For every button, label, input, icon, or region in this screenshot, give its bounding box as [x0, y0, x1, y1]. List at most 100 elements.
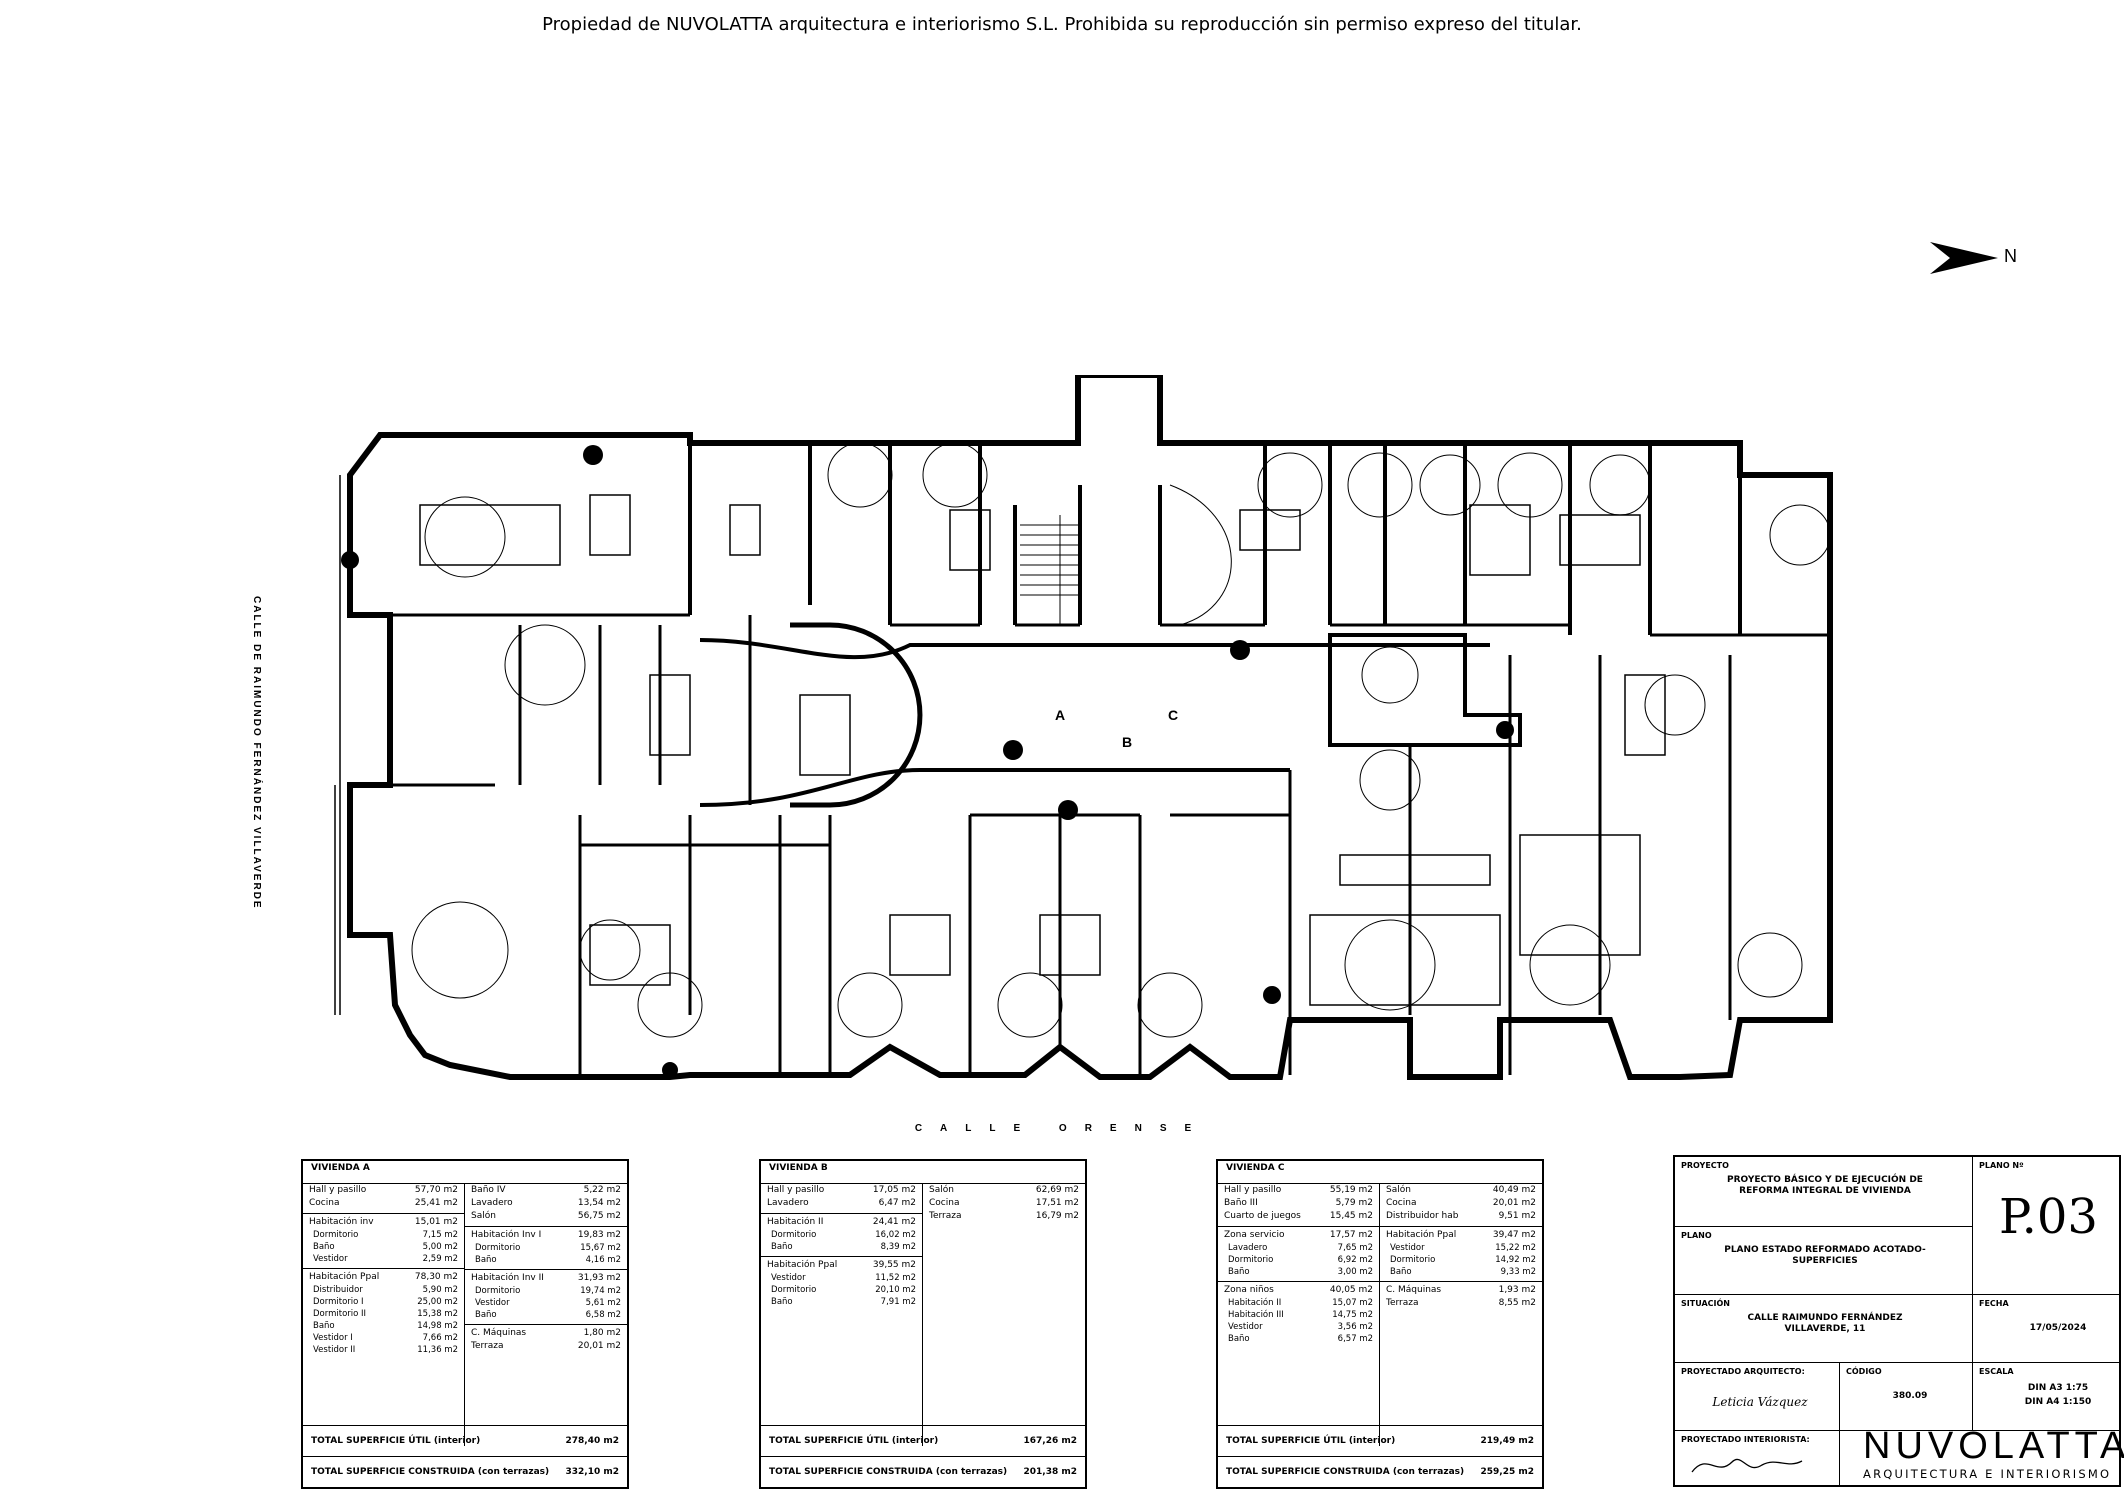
room-name: Vestidor: [1228, 1322, 1263, 1332]
surface-row: C. Máquinas 1,80 m2: [465, 1324, 627, 1340]
codigo-value: 380.09: [1892, 1391, 1928, 1401]
room-area: 11,52 m2: [875, 1273, 916, 1283]
room-area: 2,59 m2: [422, 1254, 458, 1264]
surface-row: Dormitorio 6,92 m2: [1218, 1254, 1379, 1266]
room-name: Terraza: [929, 1211, 962, 1221]
room-name: Habitación Ppal: [309, 1272, 380, 1282]
total-util-row: TOTAL SUPERFICIE ÚTIL (interior)167,26 m…: [761, 1425, 1085, 1456]
room-area: 7,66 m2: [422, 1333, 458, 1343]
room-name: Distribuidor: [313, 1285, 363, 1295]
room-name: Dormitorio II: [313, 1309, 367, 1319]
room-name: C. Máquinas: [471, 1328, 527, 1338]
room-area: 14,92 m2: [1495, 1255, 1536, 1265]
room-name: Dormitorio: [1390, 1255, 1436, 1265]
room-name: Vestidor: [313, 1254, 348, 1264]
room-area: 5,90 m2: [422, 1285, 458, 1295]
room-name: Dormitorio: [771, 1230, 817, 1240]
room-area: 6,92 m2: [1337, 1255, 1373, 1265]
total-label: TOTAL SUPERFICIE CONSTRUIDA (con terraza…: [1226, 1467, 1465, 1477]
plano-value: PLANO ESTADO REFORMADO ACOTADO-SUPERFICI…: [1724, 1245, 1926, 1266]
room-name: Hall y pasillo: [767, 1185, 825, 1195]
room-area: 39,55 m2: [872, 1260, 916, 1270]
arquitecto-signature: Leticia Vázquez: [1712, 1395, 1808, 1409]
room-area: 8,39 m2: [880, 1242, 916, 1252]
room-area: 1,93 m2: [1498, 1285, 1536, 1295]
room-name: Cuarto de juegos: [1224, 1211, 1301, 1221]
surface-row: Vestidor 3,56 m2: [1218, 1321, 1379, 1333]
room-name: Zona servicio: [1224, 1230, 1285, 1240]
room-area: 6,57 m2: [1337, 1334, 1373, 1344]
room-area: 20,01 m2: [577, 1341, 621, 1351]
room-name: Habitación Ppal: [767, 1260, 838, 1270]
room-area: 14,98 m2: [417, 1321, 458, 1331]
room-name: Terraza: [471, 1341, 504, 1351]
room-name: Habitación Inv II: [471, 1273, 544, 1283]
room-name: Baño: [475, 1310, 497, 1320]
room-area: 1,80 m2: [583, 1328, 621, 1338]
surface-row: Distribuidor 5,90 m2: [303, 1284, 464, 1296]
total-value: 259,25 m2: [1480, 1467, 1534, 1477]
total-label: TOTAL SUPERFICIE ÚTIL (interior): [769, 1436, 939, 1446]
room-area: 20,01 m2: [1492, 1198, 1536, 1208]
total-construida-row: TOTAL SUPERFICIE CONSTRUIDA (con terraza…: [1218, 1456, 1542, 1487]
escala-label: ESCALA: [1979, 1367, 2014, 1376]
table-title: VIVIENDA A: [303, 1161, 627, 1184]
surface-row: Vestidor 2,59 m2: [303, 1253, 464, 1265]
room-name: Hall y pasillo: [309, 1185, 367, 1195]
room-area: 55,19 m2: [1329, 1185, 1373, 1195]
room-area: 7,65 m2: [1337, 1243, 1373, 1253]
title-block: PROYECTO PROYECTO BÁSICO Y DE EJECUCIÓN …: [1673, 1155, 2124, 1487]
room-name: Vestidor: [475, 1298, 510, 1308]
room-name: Dormitorio: [475, 1243, 521, 1253]
surface-row: Dormitorio 14,92 m2: [1380, 1254, 1542, 1266]
room-name: C. Máquinas: [1386, 1285, 1442, 1295]
room-name: Dormitorio: [1228, 1255, 1274, 1265]
room-name: Lavadero: [767, 1198, 809, 1208]
floor-plan: A B C: [334, 375, 1833, 1080]
room-area: 15,01 m2: [414, 1217, 458, 1227]
room-name: Vestidor II: [313, 1345, 356, 1355]
total-util-row: TOTAL SUPERFICIE ÚTIL (interior)219,49 m…: [1218, 1425, 1542, 1456]
room-name: Cocina: [309, 1198, 340, 1208]
total-label: TOTAL SUPERFICIE ÚTIL (interior): [311, 1436, 481, 1446]
surface-row: Vestidor II 11,36 m2: [303, 1344, 464, 1356]
arquitecto-label: PROYECTADO ARQUITECTO:: [1681, 1367, 1805, 1376]
room-name: Cocina: [1386, 1198, 1417, 1208]
room-area: 4,16 m2: [585, 1255, 621, 1265]
room-area: 9,51 m2: [1498, 1211, 1536, 1221]
room-area: 3,56 m2: [1337, 1322, 1373, 1332]
room-name: Baño: [771, 1297, 793, 1307]
room-name: Lavadero: [471, 1198, 513, 1208]
room-name: Hall y pasillo: [1224, 1185, 1282, 1195]
room-name: Baño: [475, 1255, 497, 1265]
room-area: 15,22 m2: [1495, 1243, 1536, 1253]
surface-row: C. Máquinas 1,93 m2: [1380, 1281, 1542, 1297]
room-name: Habitación III: [1228, 1310, 1284, 1320]
room-area: 17,05 m2: [872, 1185, 916, 1195]
room-area: 11,36 m2: [417, 1345, 458, 1355]
room-area: 40,49 m2: [1492, 1185, 1536, 1195]
surface-row: Hall y pasillo 17,05 m2: [761, 1184, 922, 1197]
situacion-value: CALLE RAIMUNDO FERNÁNDEZ VILLAVERDE, 11: [1747, 1313, 1903, 1334]
room-area: 5,61 m2: [585, 1298, 621, 1308]
total-label: TOTAL SUPERFICIE ÚTIL (interior): [1226, 1436, 1396, 1446]
